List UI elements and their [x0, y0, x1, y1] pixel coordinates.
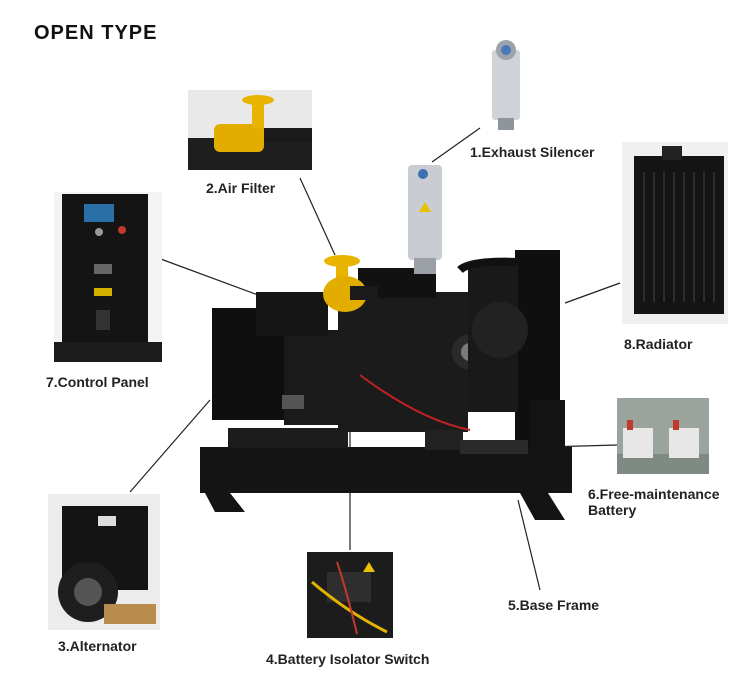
label-battery: 6.Free-maintenance Battery: [588, 486, 720, 518]
page-title: OPEN TYPE: [34, 22, 158, 44]
label-battery-line1: 6.Free-maintenance: [588, 486, 720, 502]
callout-line-base-frame: [517, 499, 541, 591]
label-exhaust-silencer: 1.Exhaust Silencer: [470, 144, 595, 160]
label-radiator: 8.Radiator: [624, 336, 693, 352]
callout-line-exhaust-silencer: [431, 127, 481, 163]
control-panel-photo: [54, 192, 162, 362]
battery-on-frame: [460, 440, 528, 454]
battery-photo: [617, 398, 709, 474]
label-air-filter: 2.Air Filter: [206, 180, 276, 196]
callout-line-alternator: [129, 399, 211, 493]
alternator-photo: [48, 494, 160, 630]
exhaust-silencer-shape: [408, 165, 442, 274]
exhaust-silencer-photo: [488, 38, 524, 132]
top-control-box: [256, 292, 328, 336]
label-base-frame: 5.Base Frame: [508, 597, 600, 613]
label-battery-isolator-switch: 4.Battery Isolator Switch: [266, 651, 430, 667]
air-filter-shape: [323, 255, 378, 312]
engine-shape: [338, 268, 488, 450]
alternator-shape: [212, 308, 344, 425]
isolator-switch-photo: [307, 552, 393, 638]
base-frame-shape: [200, 428, 572, 520]
label-alternator: 3.Alternator: [58, 638, 137, 654]
label-control-panel: 7.Control Panel: [46, 374, 149, 390]
callout-line-radiator: [564, 282, 621, 304]
radiator-photo: [622, 142, 728, 324]
radiator-shape: [457, 250, 565, 450]
callout-line-air-filter: [299, 177, 336, 256]
callout-line-control-panel: [157, 257, 259, 296]
air-filter-photo: [188, 90, 312, 170]
label-battery-line2: Battery: [588, 502, 637, 518]
callout-lines: [129, 127, 621, 591]
